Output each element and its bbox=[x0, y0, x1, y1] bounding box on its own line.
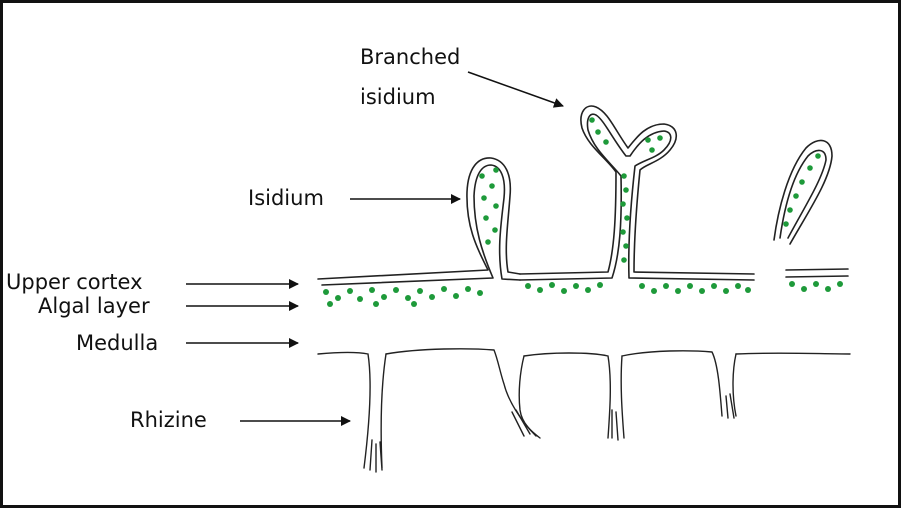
lower-surface-1 bbox=[318, 353, 370, 469]
label-isidium: Isidium bbox=[248, 186, 324, 210]
label-upper-cortex: Upper cortex bbox=[6, 270, 143, 294]
rhizine-3 bbox=[612, 356, 624, 440]
arrow-branched-isidium bbox=[468, 72, 563, 106]
isidium-algal-cells bbox=[479, 117, 821, 263]
label-branched-isidium-1: Branched bbox=[360, 45, 460, 69]
algal-layer-cells bbox=[323, 281, 843, 307]
isidium-detached bbox=[774, 140, 832, 244]
upper-cortex-inner-segment-3 bbox=[786, 276, 848, 277]
upper-cortex-outer-segment-1 bbox=[318, 158, 520, 279]
lower-surface-4 bbox=[622, 351, 722, 416]
label-branched-isidium-2: isidium bbox=[360, 85, 436, 109]
lower-surface-2 bbox=[386, 349, 536, 436]
upper-cortex-outer-segment-3 bbox=[786, 269, 848, 270]
lower-surface-3 bbox=[524, 353, 610, 438]
rhizine-1 bbox=[370, 354, 386, 472]
label-medulla: Medulla bbox=[76, 331, 158, 355]
label-algal-layer: Algal layer bbox=[38, 294, 150, 318]
upper-cortex-inner-segment-1 bbox=[322, 165, 520, 285]
rhizine-4 bbox=[726, 354, 736, 418]
lower-surface-5 bbox=[736, 353, 850, 354]
label-rhizine: Rhizine bbox=[130, 408, 207, 432]
rhizine-2 bbox=[512, 356, 540, 438]
upper-cortex-outer-segment-2 bbox=[520, 106, 754, 274]
